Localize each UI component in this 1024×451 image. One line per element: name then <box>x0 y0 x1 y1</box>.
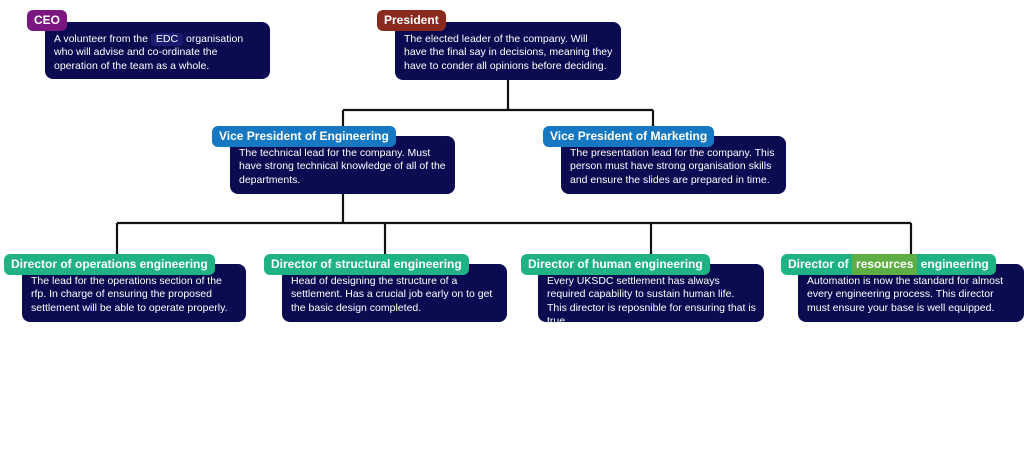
director-resources-title-before: Director of <box>788 257 849 271</box>
director-resources-desc: Automation is now the standard for almos… <box>807 275 1004 314</box>
president-desc: The elected leader of the company. Will … <box>404 33 613 72</box>
director-human-label: Director of human engineering <box>521 254 710 275</box>
director-operations-desc: The lead for the operations section of t… <box>31 275 228 314</box>
director-structural-label: Director of structural engineering <box>264 254 469 275</box>
resources-highlight: resources <box>852 254 918 275</box>
ceo-desc-after: organisation who will advise and co-ordi… <box>54 33 244 72</box>
vp-marketing-desc: The presentation lead for the company. T… <box>570 147 775 186</box>
ceo-description-box: A volunteer from the EDC organisation wh… <box>45 22 270 79</box>
director-structural-desc: Head of designing the structure of a set… <box>291 275 493 314</box>
president-label: President <box>377 10 446 31</box>
president-description-box: The elected leader of the company. Will … <box>395 22 621 80</box>
director-human-desc: Every UKSDC settlement has always requir… <box>547 275 756 328</box>
ceo-desc-before: A volunteer from the <box>54 33 148 45</box>
director-operations-label: Director of operations engineering <box>4 254 215 275</box>
vp-marketing-label: Vice President of Marketing <box>543 126 715 147</box>
vp-engineering-label: Vice President of Engineering <box>212 126 396 147</box>
director-resources-title-after: engineering <box>920 257 989 271</box>
director-resources-label: Director of resources engineering <box>781 254 996 275</box>
edc-highlight: EDC <box>150 33 184 47</box>
vp-engineering-desc: The technical lead for the company. Must… <box>239 147 446 186</box>
ceo-label: CEO <box>27 10 68 31</box>
